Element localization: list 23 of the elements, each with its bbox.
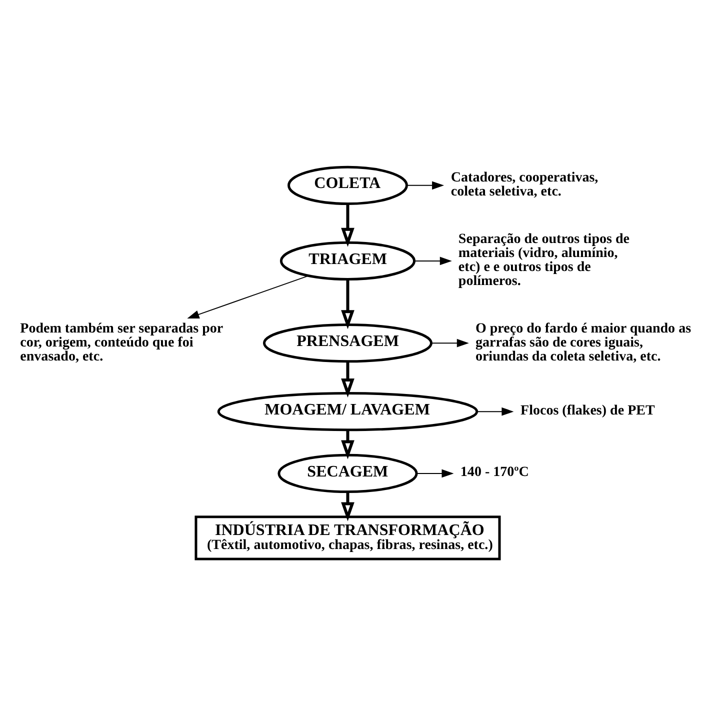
node-text: O preço do fardo é maior quando as garrafas são de cores iguais, oriundas da coleta seletiva, etc. (475, 321, 692, 364)
node-text: Separação de outros tipos de materiais (vidro, alumínio, etc) e e outros tipos de polímeros. (458, 232, 630, 290)
node-text: 140 - 170ºC (460, 465, 529, 480)
arrow (341, 492, 354, 522)
arrow (341, 362, 354, 398)
arrow (414, 256, 452, 266)
node-text: Podem também ser separadas por cor, origem, conteúdo que foi envasado, etc. (20, 321, 224, 364)
node-ellipse: PRENSAGEM (262, 324, 433, 363)
arrow (341, 204, 354, 247)
arrow (341, 280, 354, 330)
node-text: Catadores, cooperativas, coleta seletiva, etc. (450, 170, 598, 200)
node-ellipse: MOAGEM/ LAVAGEM (217, 392, 478, 432)
node-ellipse: COLETA (288, 166, 408, 205)
arrow (431, 338, 469, 348)
node-ellipse: SECAGEM (278, 454, 418, 494)
arrow (416, 469, 454, 478)
node-text: Flocos (flakes) de PET (520, 403, 655, 418)
arrow (341, 430, 354, 460)
arrow (476, 407, 514, 416)
node-ellipse: TRIAGEM (280, 241, 416, 280)
arrow (187, 275, 309, 319)
arrow (406, 181, 444, 190)
node-box: INDÚSTRIA DE TRANSFORMAÇÃO (Têxtil, automotivo, chapas, fibras, resinas, etc.) (194, 516, 501, 560)
